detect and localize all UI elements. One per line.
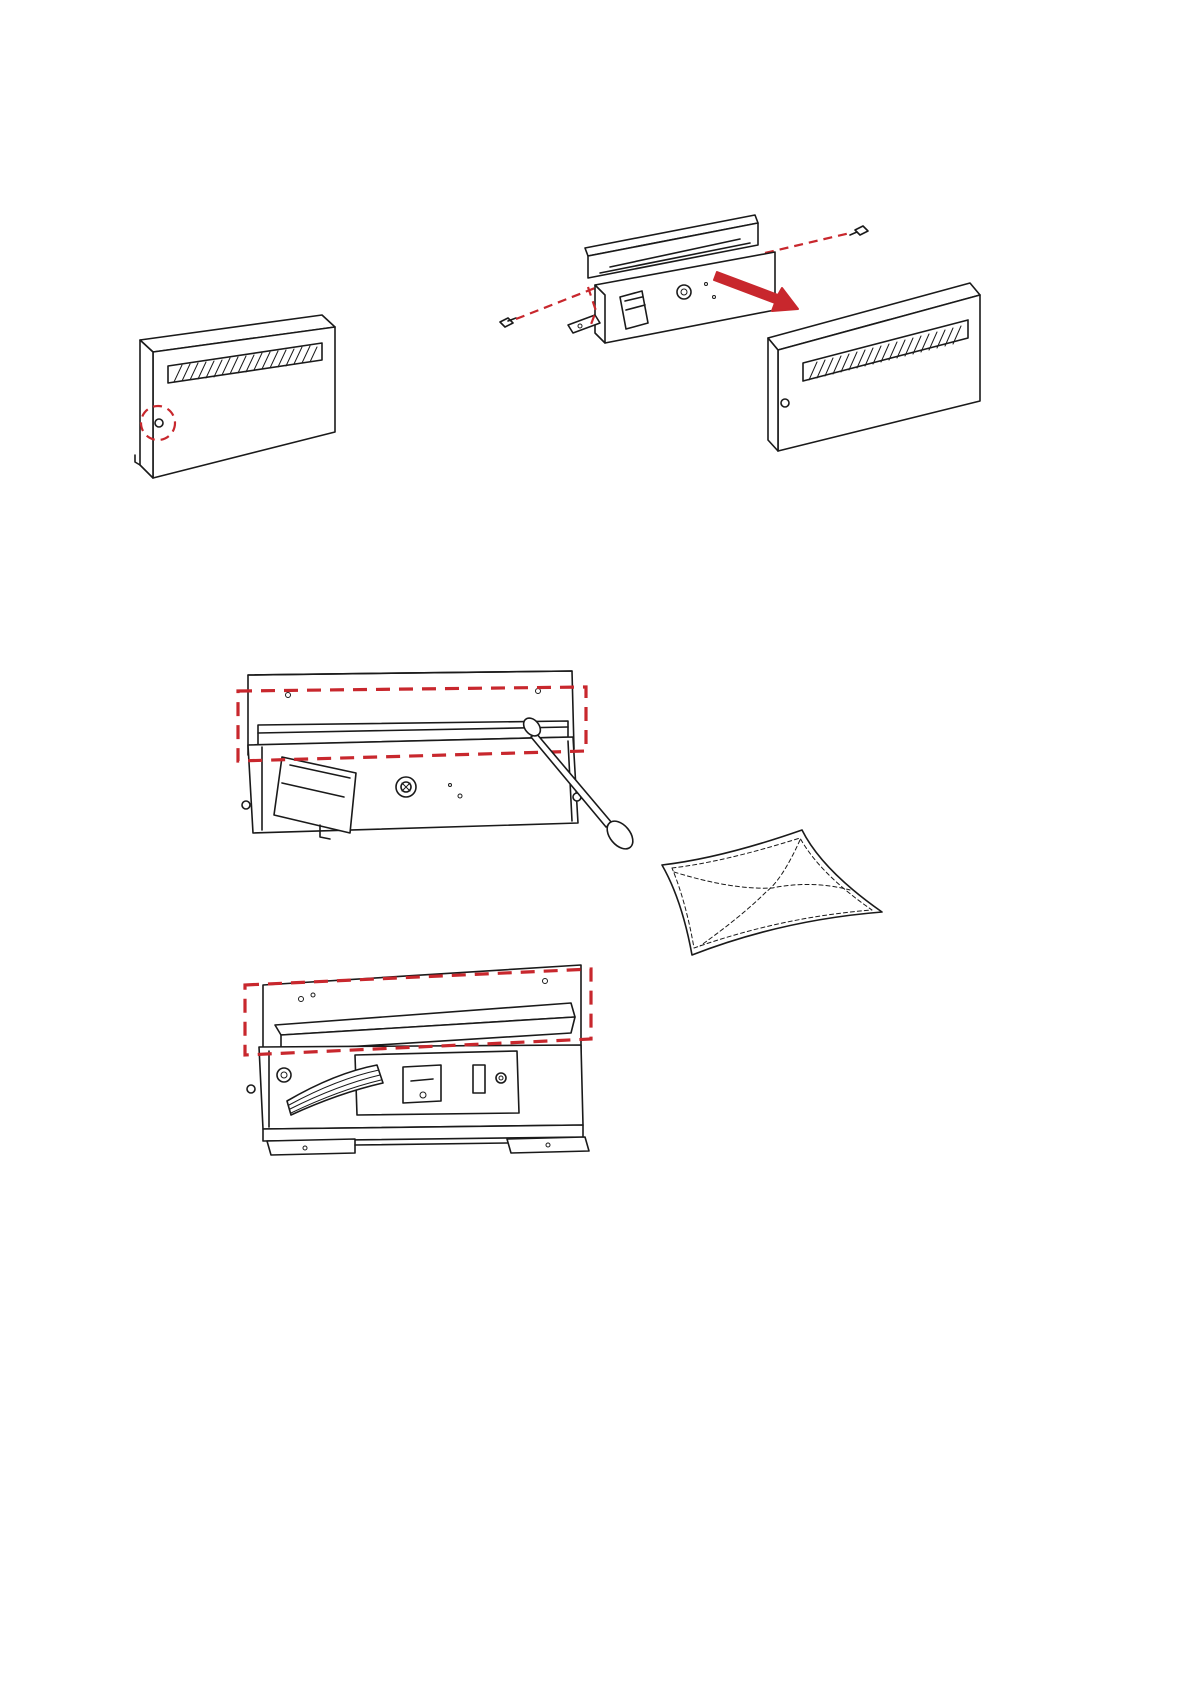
cutter-cover-icon [135,315,335,478]
cutter-front-icon [238,671,586,839]
cutter-cover-figure [130,315,370,485]
detached-cover-icon [768,283,980,451]
cutter-removal-figure [500,215,1080,485]
cloth-icon [662,830,882,955]
cleaning-cloth-figure [662,830,892,970]
screw-axis-left [516,288,595,319]
cutter-front-figure [238,665,658,905]
cutter-rear-icon [245,965,591,1155]
screw-right-icon [850,226,868,235]
cutter-assembly-icon [568,215,775,343]
screw-left-icon [500,318,516,327]
screw-axis-right [765,233,850,253]
cutter-rear-figure [245,955,645,1165]
